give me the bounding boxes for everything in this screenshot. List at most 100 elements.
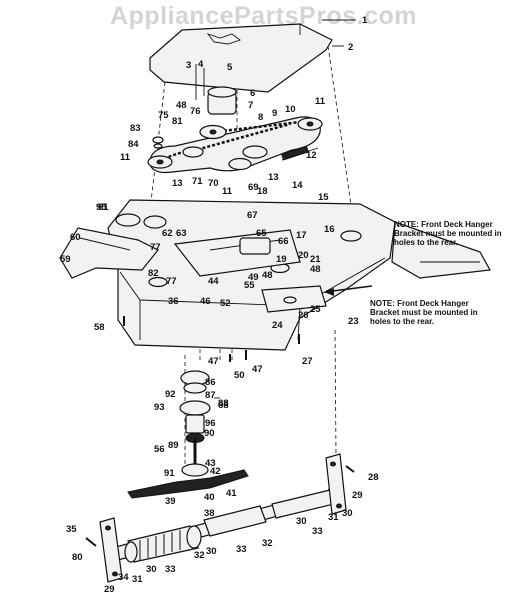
callout-33b: 33 <box>236 544 247 555</box>
callout-55: 55 <box>244 280 255 291</box>
belt-cover <box>149 23 333 93</box>
callout-56: 56 <box>154 444 165 455</box>
callout-10: 10 <box>285 104 296 115</box>
idler-assembly <box>195 64 319 161</box>
note-top-line-2: Bracket must be mounted in <box>394 229 502 238</box>
callout-71: 71 <box>192 176 203 187</box>
left-hanger-bracket <box>59 227 159 279</box>
callout-90: 90 <box>204 428 215 439</box>
callout-4: 4 <box>198 59 204 70</box>
callout-11b: 11 <box>120 152 131 163</box>
callout-33c: 33 <box>165 564 176 575</box>
roller-tubes <box>203 489 335 537</box>
callout-14: 14 <box>292 180 303 191</box>
callout-67: 67 <box>247 210 258 221</box>
callout-30a: 30 <box>342 508 353 519</box>
drive-belts <box>149 116 321 174</box>
callout-2: 2 <box>348 42 353 53</box>
callout-32a: 32 <box>262 538 273 549</box>
callout-77a: 77 <box>150 242 161 253</box>
callout-48c: 48 <box>176 100 187 111</box>
callout-11: 11 <box>315 96 326 107</box>
callout-19: 19 <box>276 254 287 265</box>
callout-20: 20 <box>298 250 309 261</box>
callout-60: 60 <box>70 232 81 243</box>
note-mid-line-1: NOTE: Front Deck Hanger <box>370 299 469 308</box>
callout-38: 38 <box>204 508 215 519</box>
mower-blade <box>127 469 249 499</box>
note-mid-line-2: Bracket must be mounted in <box>370 308 478 317</box>
callout-83: 83 <box>130 123 141 134</box>
callout-47a: 47 <box>208 356 219 367</box>
callout-63: 63 <box>176 228 187 239</box>
callout-18: 18 <box>257 186 268 197</box>
callout-93: 93 <box>154 402 165 413</box>
callout-36: 36 <box>168 296 179 307</box>
spindle-assembly <box>179 370 211 477</box>
callout-77b: 77 <box>166 276 177 287</box>
callout-8: 8 <box>258 112 263 123</box>
callout-27: 27 <box>302 356 313 367</box>
callout-76: 76 <box>190 106 201 117</box>
callout-32b: 32 <box>194 550 205 561</box>
callout-34: 34 <box>118 572 129 583</box>
front-bracket <box>261 285 327 313</box>
callout-30c: 30 <box>206 546 217 557</box>
callout-81: 81 <box>172 116 183 127</box>
callout-6: 6 <box>250 88 255 99</box>
callout-17: 17 <box>296 230 307 241</box>
callout-29a: 29 <box>352 490 363 501</box>
note-mid: NOTE: Front Deck Hanger Bracket must be … <box>370 299 478 326</box>
callout-26: 26 <box>298 310 309 321</box>
right-hanger-area <box>324 221 491 296</box>
callout-29b: 29 <box>104 584 115 595</box>
callout-48a: 48 <box>262 270 273 281</box>
callout-84: 84 <box>128 139 139 150</box>
callout-23: 23 <box>348 316 359 327</box>
callout-3: 3 <box>186 60 191 71</box>
callout-leaders <box>214 19 356 399</box>
callout-43: 43 <box>205 458 216 469</box>
callout-66: 66 <box>278 236 289 247</box>
callout-9: 9 <box>272 108 277 119</box>
callout-89: 89 <box>168 440 179 451</box>
callout-31b: 31 <box>132 574 143 585</box>
callout-88: 88 <box>218 398 229 409</box>
callout-62: 62 <box>162 228 173 239</box>
callout-87: 87 <box>205 390 216 401</box>
note-top: NOTE: Front Deck Hanger Bracket must be … <box>394 220 502 247</box>
callout-70: 70 <box>208 178 219 189</box>
callout-5: 5 <box>227 62 233 73</box>
callout-13: 13 <box>268 172 279 183</box>
callout-75: 75 <box>158 110 169 121</box>
mower-deck <box>107 199 396 351</box>
callout-13b: 13 <box>172 178 183 189</box>
callout-46: 46 <box>200 296 211 307</box>
callout-86: 86 <box>205 377 216 388</box>
note-top-line-3: holes to the rear. <box>394 238 458 247</box>
callout-91: 91 <box>164 468 175 479</box>
callout-15: 15 <box>318 192 329 203</box>
callout-7: 7 <box>248 100 253 111</box>
roller-arms <box>99 453 347 583</box>
callout-28: 28 <box>368 472 379 483</box>
hardware <box>85 136 355 547</box>
callout-58: 58 <box>94 322 105 333</box>
callout-50: 50 <box>234 370 245 381</box>
callout-labels: 1 2 3 4 5 6 7 8 9 10 11 12 13 14 15 16 1… <box>60 15 379 595</box>
callout-80: 80 <box>72 552 83 563</box>
callout-40: 40 <box>204 492 215 503</box>
callout-69: 69 <box>248 182 259 193</box>
callout-1: 1 <box>362 15 368 26</box>
callout-61: 61 <box>98 202 109 213</box>
callout-30b: 30 <box>296 516 307 527</box>
gauge-roller <box>124 525 202 563</box>
callout-31a: 31 <box>328 512 339 523</box>
callout-65: 65 <box>256 228 267 239</box>
callout-92: 92 <box>165 389 176 400</box>
callout-30d: 30 <box>146 564 157 575</box>
callout-33a: 33 <box>312 526 323 537</box>
callout-59: 59 <box>60 254 71 265</box>
callout-16: 16 <box>324 224 335 235</box>
